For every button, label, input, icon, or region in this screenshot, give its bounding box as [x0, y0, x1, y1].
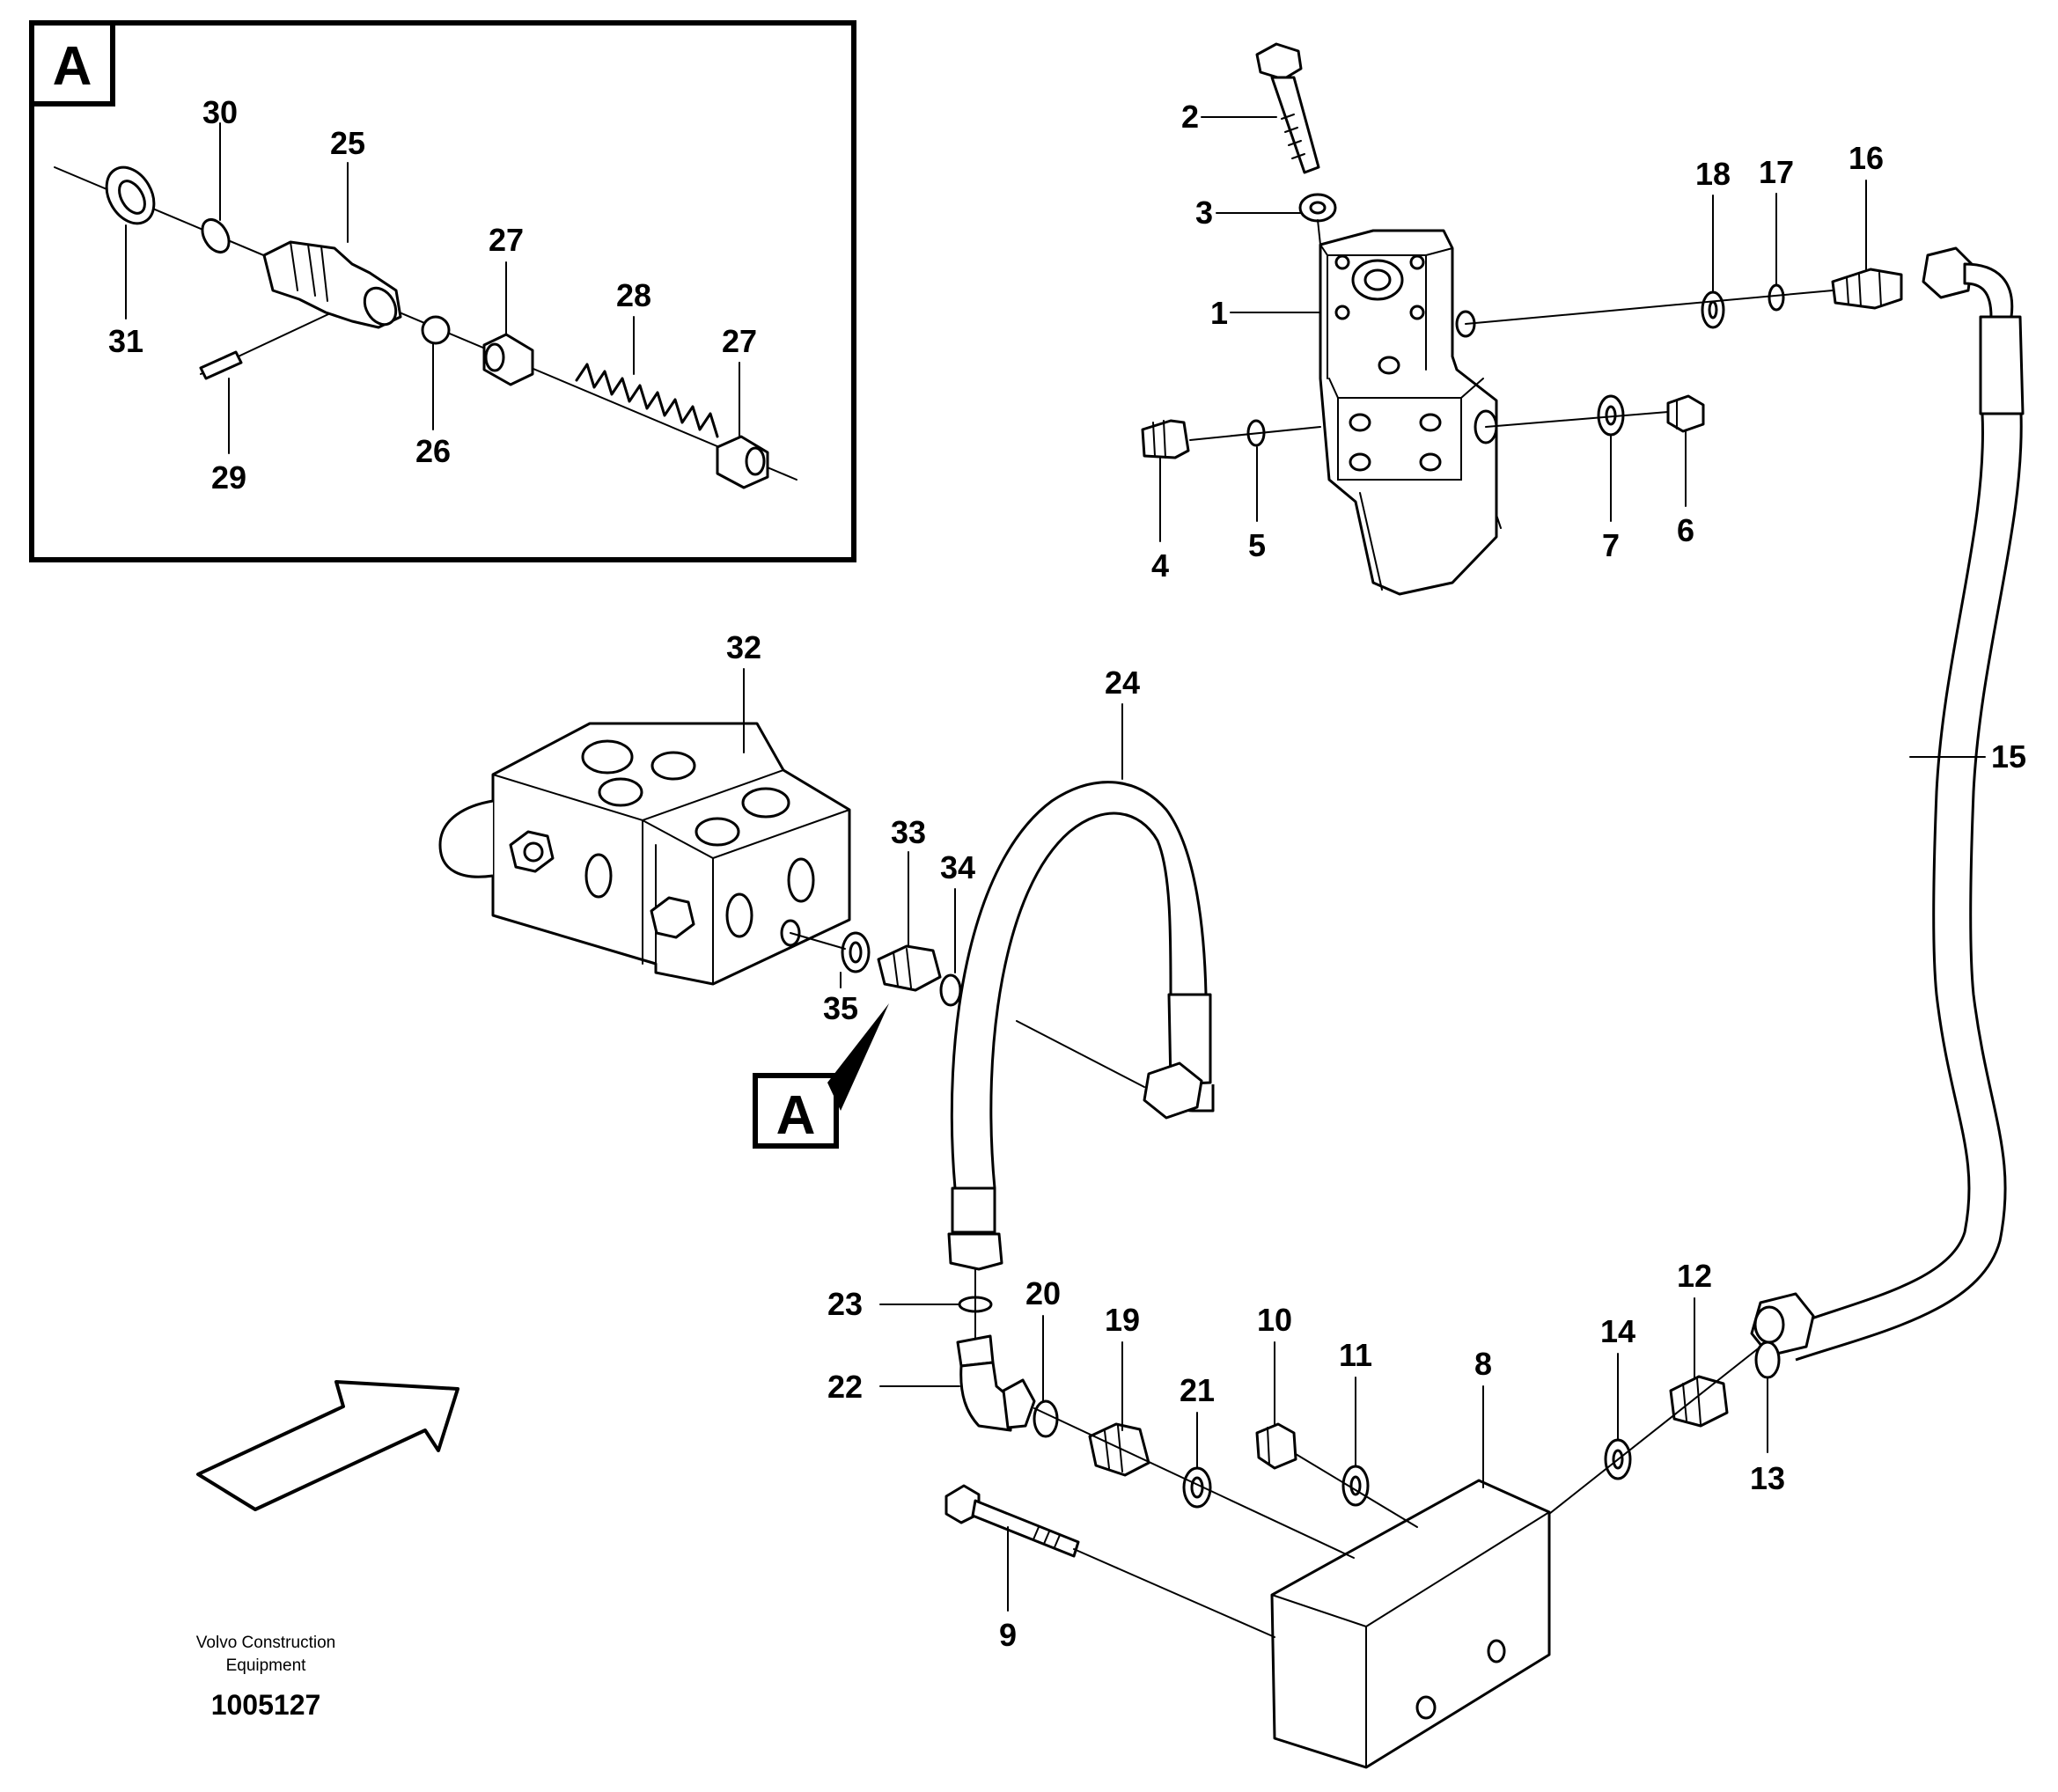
callout-5: 5 — [1248, 527, 1266, 563]
part-9-bolt — [944, 1484, 1080, 1558]
detail-view-letter-box — [29, 20, 115, 106]
callout-30: 30 — [202, 94, 238, 130]
callout-24: 24 — [1105, 665, 1140, 701]
callout-11: 11 — [1339, 1337, 1372, 1373]
callout-33: 33 — [891, 814, 926, 850]
callout-6: 6 — [1677, 512, 1694, 548]
callout-32: 32 — [726, 629, 761, 665]
detail-view-a: A — [29, 20, 856, 562]
leader-lines — [743, 116, 1986, 1612]
callout-31: 31 — [108, 323, 143, 359]
callout-23: 23 — [827, 1286, 863, 1322]
callout-21: 21 — [1180, 1372, 1215, 1408]
callout-19: 19 — [1105, 1302, 1140, 1338]
part-4-fitting — [1141, 419, 1190, 459]
callout-26: 26 — [415, 433, 451, 469]
part-24-hose — [947, 781, 1215, 1271]
part-26-ball — [421, 315, 451, 345]
detail-view-letter: A — [53, 36, 92, 97]
callout-1: 1 — [1210, 295, 1228, 331]
callout-27a: 27 — [489, 222, 524, 258]
callout-29: 29 — [211, 459, 246, 496]
callout-4: 4 — [1151, 547, 1169, 584]
callout-15: 15 — [1991, 738, 2026, 775]
part-22-elbow — [956, 1334, 1036, 1432]
part-28-spring — [575, 363, 719, 438]
part-20-oring — [1033, 1399, 1059, 1438]
part-10-plug — [1255, 1422, 1297, 1470]
callout-labels: 1 2 3 4 5 6 7 8 9 10 11 12 13 14 15 16 1… — [108, 94, 2026, 1653]
callout-25: 25 — [330, 125, 365, 161]
publisher-credit: Volvo Construction Equipment 1005127 — [196, 1634, 335, 1721]
callout-16: 16 — [1849, 140, 1884, 176]
callout-2: 2 — [1181, 99, 1199, 135]
callout-18: 18 — [1695, 156, 1731, 192]
part-25-valve-body — [262, 240, 402, 329]
callout-9: 9 — [999, 1617, 1017, 1653]
detail-callout-letter: A — [776, 1085, 816, 1146]
part-16-fitting — [1831, 268, 1903, 310]
part-30-oring — [201, 218, 231, 253]
callout-8: 8 — [1474, 1346, 1492, 1382]
part-34-oring — [939, 973, 962, 1007]
part-32-valve-block — [438, 722, 851, 986]
part-33-fitting — [877, 944, 942, 992]
figure-number: 1005127 — [211, 1689, 321, 1721]
part-8-block — [1270, 1479, 1551, 1769]
callout-28: 28 — [616, 277, 651, 313]
callout-13: 13 — [1750, 1460, 1785, 1496]
callout-12: 12 — [1677, 1258, 1712, 1294]
callout-20: 20 — [1025, 1275, 1061, 1311]
callout-35: 35 — [823, 990, 858, 1026]
part-15-hose — [1750, 246, 2025, 1362]
part-17-oring — [1768, 283, 1785, 312]
detail-callout-a: A — [753, 1003, 889, 1149]
credit-line-1: Volvo Construction — [196, 1634, 335, 1652]
callout-14: 14 — [1600, 1313, 1635, 1349]
part-29-pin — [199, 350, 243, 380]
callout-7: 7 — [1602, 527, 1620, 563]
part-19-fitting — [1088, 1422, 1150, 1477]
callout-3: 3 — [1195, 195, 1213, 231]
callout-34: 34 — [940, 849, 975, 885]
direction-arrow — [196, 1380, 459, 1511]
part-6-plug — [1666, 394, 1705, 433]
callout-10: 10 — [1257, 1302, 1292, 1338]
part-12-fitting — [1669, 1375, 1729, 1428]
part-1-filter-housing — [1319, 229, 1502, 596]
callout-27b: 27 — [722, 323, 757, 359]
callout-22: 22 — [827, 1369, 863, 1405]
credit-line-2: Equipment — [226, 1656, 307, 1675]
callout-17: 17 — [1759, 154, 1794, 190]
part-2-bolt — [1255, 42, 1320, 174]
